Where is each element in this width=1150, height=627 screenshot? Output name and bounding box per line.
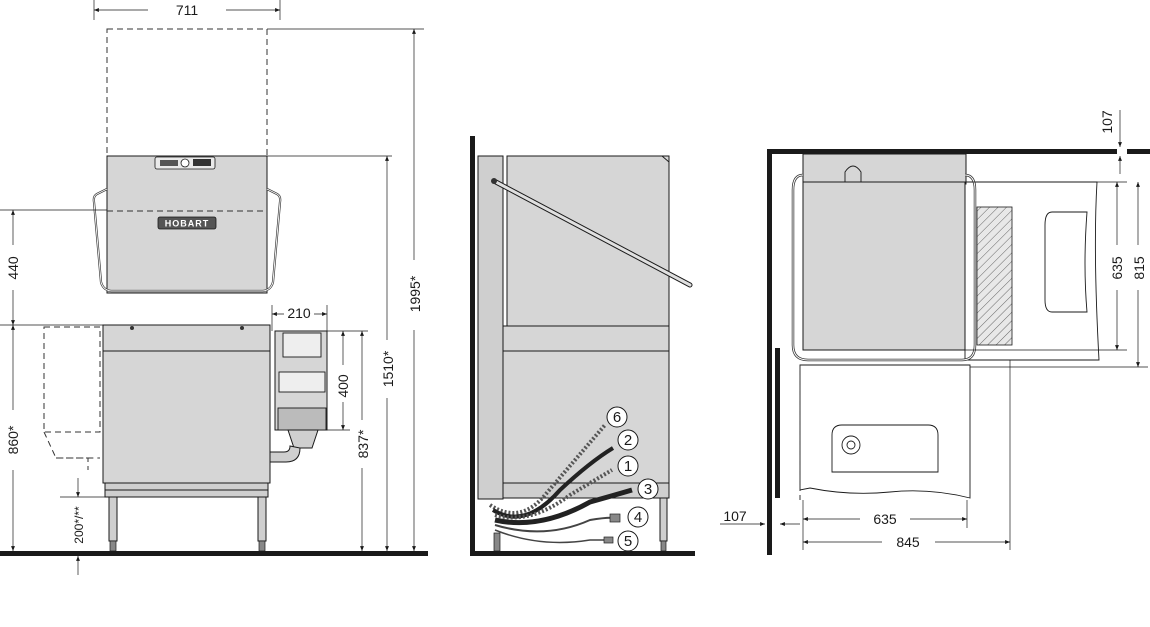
- callout-2: 2: [617, 429, 639, 451]
- callout-4: 4: [627, 506, 649, 528]
- callout-6: 6: [606, 406, 628, 428]
- dim-hood-lift: 440: [5, 256, 21, 280]
- side-view: 6 2 1 3 4 5: [470, 136, 695, 556]
- svg-text:2: 2: [624, 432, 632, 449]
- wall-line: [470, 136, 475, 555]
- callout-1: 1: [617, 455, 639, 477]
- callout-5: 5: [617, 530, 639, 552]
- plan-wall-top: [767, 149, 1117, 154]
- dim-width: 711: [176, 2, 199, 18]
- plan-wall-left: [767, 149, 772, 555]
- side-module: [269, 330, 328, 463]
- dim-module-height: 400: [335, 374, 351, 398]
- power-knob-icon: [180, 158, 190, 168]
- dim-leg-height: 200*/**: [72, 506, 86, 544]
- dim-total-height: 1995*: [407, 275, 423, 312]
- connection-hoses: [488, 423, 633, 544]
- leg-right: [257, 496, 267, 542]
- dim-module-top: 837*: [355, 429, 371, 458]
- dim-module-width: 210: [287, 305, 311, 321]
- svg-text:6: 6: [613, 409, 621, 426]
- dim-depth-inner: 635: [1109, 256, 1125, 280]
- svg-text:3: 3: [644, 481, 652, 498]
- dim-depth-outer: 815: [1131, 256, 1147, 280]
- dim-wall-gap-left: 107: [723, 508, 747, 524]
- plan-view: 107 635 815 107 635 845: [720, 110, 1150, 555]
- callout-3: 3: [637, 478, 659, 500]
- brand-plate: HOBART: [157, 216, 217, 230]
- front-view: HOBART 711: [0, 0, 428, 575]
- dim-wall-gap-top: 107: [1099, 110, 1115, 134]
- svg-text:4: 4: [634, 509, 642, 526]
- hatched-area: [976, 206, 1013, 346]
- floor-line: [0, 551, 428, 556]
- machine-body: [102, 324, 271, 484]
- side-body: [502, 325, 670, 484]
- leg-left: [108, 496, 118, 542]
- dim-table-height: 860*: [5, 425, 21, 454]
- svg-text:1: 1: [624, 458, 632, 475]
- side-hood: [506, 155, 670, 327]
- dim-open-height: 1510*: [380, 350, 396, 387]
- hood: [106, 155, 268, 294]
- dim-width-outer: 845: [896, 534, 920, 550]
- dim-width-inner: 635: [873, 511, 897, 527]
- svg-text:5: 5: [624, 533, 632, 550]
- plan-machine: [802, 181, 966, 351]
- table-outline: [43, 326, 101, 470]
- brand-label: HOBART: [165, 219, 210, 229]
